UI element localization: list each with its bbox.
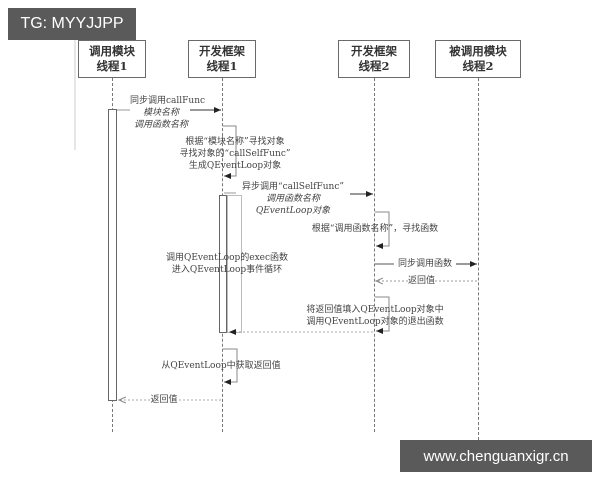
lifeline-subtitle: 线程1 bbox=[96, 59, 128, 73]
lifeline-title: 被调用模块 bbox=[449, 44, 507, 58]
lifeline-callee-thread2 bbox=[478, 78, 479, 440]
lifeline-subtitle: 线程1 bbox=[206, 59, 238, 73]
lifeline-header-callee-thread2: 被调用模块 线程2 bbox=[435, 40, 521, 78]
msg-param: 调用函数名称 bbox=[133, 120, 188, 130]
lifeline-title: 开发框架 bbox=[199, 44, 245, 58]
diagram-frame-edge bbox=[74, 40, 86, 150]
msg-title: 返回值 bbox=[150, 395, 178, 405]
msg-return-value-caller: 返回值 bbox=[150, 394, 178, 406]
note-line: 根据“调用函数名称”，寻找函数 bbox=[311, 224, 439, 234]
lifeline-subtitle: 线程2 bbox=[358, 59, 390, 73]
msg-title: 同步调用函数 bbox=[397, 259, 452, 269]
note-get-return-value: 从QEventLoop中获取返回值 bbox=[156, 360, 286, 372]
activation-framework1-exec bbox=[219, 195, 227, 333]
note-line: 调用QEventLoop对象的退出函数 bbox=[306, 317, 444, 327]
note-line: 调用QEventLoop的exec函数 bbox=[165, 253, 289, 263]
lifeline-title: 开发框架 bbox=[351, 44, 397, 58]
msg-param: 调用函数名称 bbox=[265, 194, 320, 204]
note-line: 生成QEventLoop对象 bbox=[188, 161, 282, 171]
msg-param: QEventLoop对象 bbox=[255, 206, 331, 216]
lifeline-title: 调用模块 bbox=[89, 44, 135, 58]
note-line: 将返回值填入QEventLoop对象中 bbox=[306, 305, 444, 315]
msg-sync-call-function: 同步调用函数 bbox=[394, 258, 456, 270]
watermark-bottom-right: www.chenguanxigr.cn bbox=[400, 440, 592, 472]
activation-caller bbox=[108, 109, 117, 401]
note-find-object: 根据“模块名称”寻找对象 寻找对象的“callSelfFunc” 生成QEven… bbox=[160, 136, 310, 172]
msg-title: 异步调用“callSelfFunc” bbox=[242, 182, 344, 192]
msg-sync-call-callfunc: 同步调用callFunc 模块名称 调用函数名称 bbox=[130, 95, 206, 131]
lifeline-header-caller-thread1: 调用模块 线程1 bbox=[78, 40, 146, 78]
msg-async-call-callselffunc: 异步调用“callSelfFunc” 调用函数名称 QEventLoop对象 bbox=[236, 181, 350, 217]
note-line: 从QEventLoop中获取返回值 bbox=[161, 361, 281, 371]
note-line: 寻找对象的“callSelfFunc” bbox=[179, 149, 291, 159]
note-fill-return-exit: 将返回值填入QEventLoop对象中 调用QEventLoop对象的退出函数 bbox=[300, 304, 450, 328]
lifeline-header-framework-thread1: 开发框架 线程1 bbox=[188, 40, 256, 78]
note-line: 进入QEventLoop事件循环 bbox=[171, 265, 283, 275]
note-exec-event-loop: 调用QEventLoop的exec函数 进入QEventLoop事件循环 bbox=[162, 252, 292, 276]
lifeline-subtitle: 线程2 bbox=[462, 59, 494, 73]
msg-param: 模块名称 bbox=[142, 108, 179, 118]
lifeline-framework-thread2 bbox=[374, 78, 375, 432]
watermark-top-left: TG: MYYJJPP bbox=[8, 8, 136, 40]
msg-return-value-callee: 返回值 bbox=[408, 275, 436, 287]
note-find-function: 根据“调用函数名称”，寻找函数 bbox=[300, 223, 450, 235]
note-line: 根据“模块名称”寻找对象 bbox=[185, 137, 285, 147]
msg-title: 同步调用callFunc bbox=[130, 96, 206, 106]
lifeline-header-framework-thread2: 开发框架 线程2 bbox=[338, 40, 410, 78]
msg-title: 返回值 bbox=[408, 276, 436, 286]
